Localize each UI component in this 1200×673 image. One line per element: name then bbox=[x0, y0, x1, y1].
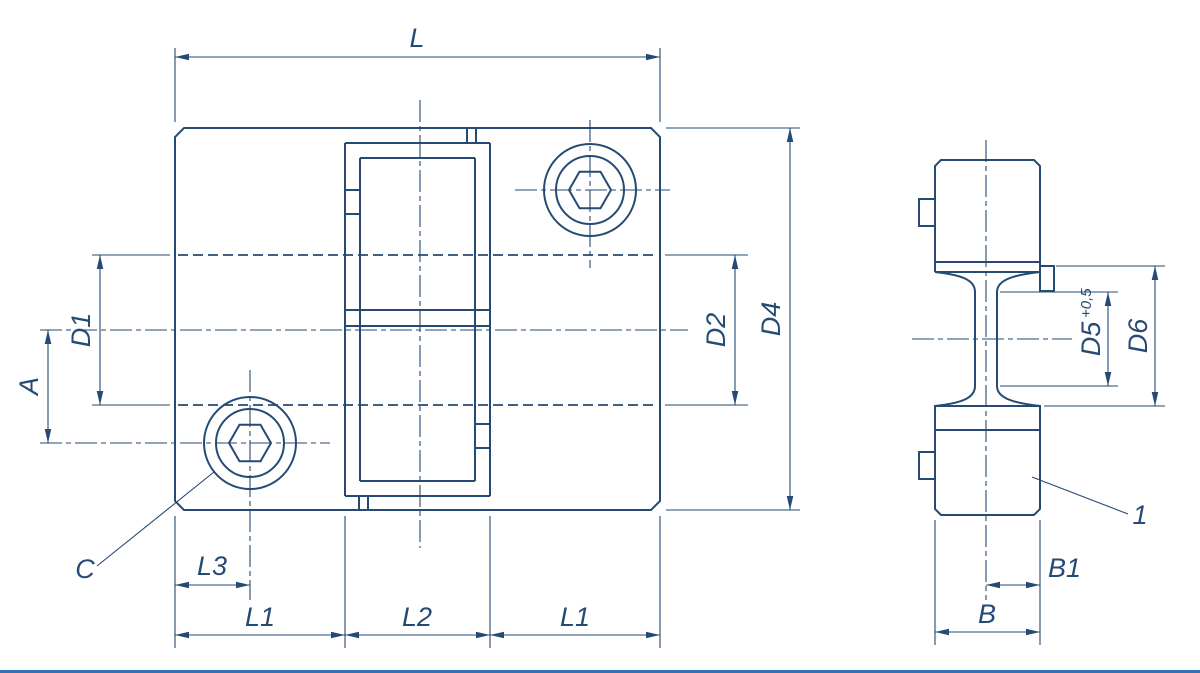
elastomer-section-block bbox=[934, 159, 1041, 263]
centerlines-front bbox=[40, 100, 688, 600]
extension-lines-front bbox=[92, 48, 800, 648]
claw-tab-right bbox=[1039, 265, 1055, 292]
dim-label-D1: D1 bbox=[66, 313, 96, 348]
metal-section-band bbox=[934, 405, 1041, 431]
dim-label-L3: L3 bbox=[197, 551, 227, 581]
front-view: L D1 A D2 D4 L3 L1 L2 L1 C bbox=[14, 23, 800, 648]
dim-label-L1-left: L1 bbox=[245, 602, 275, 632]
hidden-bore-lines bbox=[178, 254, 657, 406]
claw-slot-lines bbox=[344, 128, 491, 510]
dim-label-D2: D2 bbox=[701, 313, 731, 348]
claw-tab-top-left bbox=[918, 198, 936, 227]
leader-line-item-1 bbox=[1031, 476, 1129, 515]
lower-hub-block bbox=[934, 429, 1041, 516]
side-view: D5 +0,5 D6 B1 B 1 bbox=[912, 140, 1165, 645]
callout-label-item-1: 1 bbox=[1132, 500, 1147, 530]
claw-tab-bottom-left bbox=[918, 451, 936, 480]
coupling-body-outline bbox=[174, 127, 661, 511]
dim-label-L: L bbox=[409, 23, 424, 53]
dim-label-B1: B1 bbox=[1048, 553, 1081, 583]
dim-label-D4: D4 bbox=[756, 302, 786, 337]
bottom-accent-bar bbox=[0, 670, 1200, 673]
dim-label-D5-tolerance: +0,5 bbox=[1078, 288, 1095, 318]
dim-label-A: A bbox=[14, 377, 44, 397]
centerlines-side bbox=[912, 140, 1072, 600]
spider-waist-profile bbox=[934, 262, 1041, 407]
dim-label-D6: D6 bbox=[1123, 318, 1153, 353]
dim-label-D5-group: D5 +0,5 bbox=[1076, 288, 1106, 357]
dim-label-L1-right: L1 bbox=[560, 602, 590, 632]
leader-line-C bbox=[96, 471, 215, 567]
dim-label-D5: D5 bbox=[1076, 321, 1106, 356]
extension-lines-side bbox=[934, 265, 1165, 645]
dim-label-B: B bbox=[978, 599, 996, 629]
callout-label-C: C bbox=[75, 554, 95, 584]
dim-label-L2: L2 bbox=[402, 602, 432, 632]
